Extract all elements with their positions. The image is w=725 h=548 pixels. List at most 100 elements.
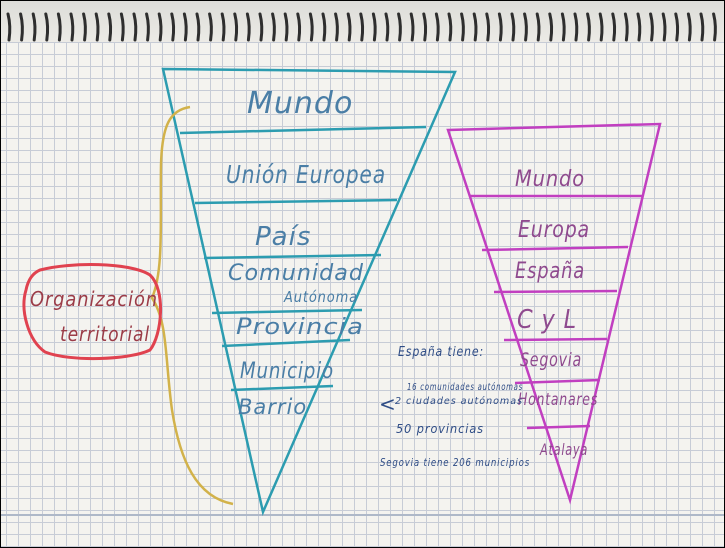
right-level-5-label: Segovia bbox=[520, 349, 582, 371]
spiral-ring bbox=[296, 12, 302, 42]
left-level-1-label: Mundo bbox=[247, 86, 353, 121]
spiral-ring bbox=[598, 12, 604, 42]
right-pyramid-divider bbox=[503, 337, 608, 342]
left-pyramid-divider bbox=[179, 125, 427, 135]
left-level-6-label: Municipio bbox=[240, 359, 334, 384]
spiral-ring bbox=[611, 12, 617, 42]
spiral-ring bbox=[195, 12, 201, 42]
spiral-ring bbox=[371, 12, 377, 42]
spiral-ring bbox=[359, 12, 365, 42]
spiral-ring bbox=[434, 12, 440, 42]
spiral-rings bbox=[6, 12, 717, 42]
spiral-ring bbox=[422, 12, 428, 42]
spiral-ring bbox=[447, 12, 453, 42]
spiral-ring bbox=[82, 12, 87, 42]
spiral-ring bbox=[573, 12, 579, 42]
spiral-ring bbox=[271, 12, 276, 42]
notes: España tiene: 16 comunidades autónomas <… bbox=[379, 345, 530, 469]
spiral-ring bbox=[220, 12, 226, 42]
spiral-ring bbox=[460, 12, 465, 42]
spiral-ring bbox=[69, 12, 75, 42]
right-pyramid-divider bbox=[493, 289, 618, 294]
left-pyramid-divider bbox=[221, 338, 351, 348]
left-level-4-label: Comunidad bbox=[228, 261, 364, 286]
right-pyramid-divider bbox=[481, 245, 629, 252]
spiral-ring bbox=[510, 12, 516, 42]
left-pyramid-divider bbox=[211, 308, 363, 315]
spiral-ring bbox=[208, 12, 213, 42]
right-pyramid-outline bbox=[446, 122, 662, 505]
left-pyramid-outline bbox=[161, 67, 457, 516]
spiral-ring bbox=[623, 12, 629, 42]
spiral-ring bbox=[157, 12, 163, 42]
right-level-7-label: Atalaya bbox=[539, 440, 588, 459]
right-pyramid: Mundo Europa España C y L Segovia Hontan… bbox=[446, 122, 662, 505]
spiral-ring bbox=[245, 12, 251, 42]
spiral-ring bbox=[308, 12, 314, 42]
spiral-ring bbox=[182, 12, 188, 42]
left-level-4-label-line-2: Autónoma bbox=[283, 288, 358, 306]
spiral-ring bbox=[6, 12, 12, 42]
notes-item-2: 2 ciudades autónomas bbox=[395, 395, 523, 407]
left-level-7-label: Barrio bbox=[238, 395, 307, 419]
spiral-ring bbox=[44, 12, 50, 42]
spiral-ring bbox=[472, 12, 478, 42]
left-level-5-label: Provincia bbox=[236, 315, 364, 340]
spiral-ring bbox=[384, 12, 390, 42]
notes-item-3: 50 provincias bbox=[396, 422, 484, 436]
right-level-4-label: C y L bbox=[517, 305, 577, 335]
spiral-ring bbox=[523, 12, 528, 42]
cloud-label-line-1: Organización bbox=[30, 287, 158, 311]
yellow-brace bbox=[150, 105, 234, 506]
notes-item-4: Segovia tiene 206 municipios bbox=[380, 457, 530, 469]
cloud-label-line-2: territorial bbox=[60, 322, 150, 346]
spiral-ring bbox=[699, 12, 705, 42]
spiral-ring bbox=[283, 12, 289, 42]
spiral-ring bbox=[661, 12, 667, 42]
spiral-ring bbox=[132, 12, 138, 42]
spiral-ring bbox=[397, 12, 402, 42]
spiral-ring bbox=[19, 12, 24, 42]
right-level-1-label: Mundo bbox=[515, 167, 585, 192]
spiral-ring bbox=[145, 12, 150, 42]
left-pyramid-divider bbox=[230, 384, 334, 392]
notes-item-1: 16 comunidades autónomas bbox=[407, 381, 523, 393]
spiral-ring bbox=[170, 12, 176, 42]
right-pyramid-divider bbox=[514, 378, 601, 385]
cloud-outline bbox=[22, 263, 162, 361]
spiral-ring bbox=[107, 12, 113, 42]
spiral-ring bbox=[409, 12, 415, 42]
spiral-ring bbox=[535, 12, 541, 42]
spiral-ring bbox=[334, 12, 339, 42]
right-level-2-label: Europa bbox=[518, 217, 590, 243]
right-level-3-label: España bbox=[515, 259, 585, 284]
spiral-ring bbox=[649, 12, 654, 42]
spiral-ring bbox=[497, 12, 503, 42]
spiral-ring bbox=[485, 12, 491, 42]
spiral-ring bbox=[636, 12, 642, 42]
spiral-ring bbox=[586, 12, 591, 42]
spiral-ring bbox=[119, 12, 125, 42]
left-level-2-label: Unión Europea bbox=[226, 160, 386, 189]
left-level-3-label: País bbox=[255, 222, 311, 252]
left-pyramid-divider bbox=[194, 198, 398, 205]
spiral-ring bbox=[321, 12, 327, 42]
bracket-mark: < bbox=[379, 392, 396, 416]
left-pyramid-divider bbox=[203, 253, 382, 260]
notes-heading: España tiene: bbox=[398, 345, 484, 360]
right-level-6-label: Hontanares bbox=[518, 390, 598, 410]
left-pyramid: Mundo Unión Europea País Comunidad Autón… bbox=[161, 67, 457, 516]
spiral-ring bbox=[258, 12, 264, 42]
spiral-ring bbox=[686, 12, 692, 42]
spiral-ring bbox=[94, 12, 100, 42]
spiral-ring bbox=[233, 12, 239, 42]
page-margin-line bbox=[0, 514, 725, 516]
spiral-ring bbox=[31, 12, 37, 42]
spiral-ring bbox=[346, 12, 352, 42]
right-pyramid-divider bbox=[526, 424, 591, 430]
spiral-ring bbox=[56, 12, 62, 42]
spiral-ring bbox=[560, 12, 566, 42]
